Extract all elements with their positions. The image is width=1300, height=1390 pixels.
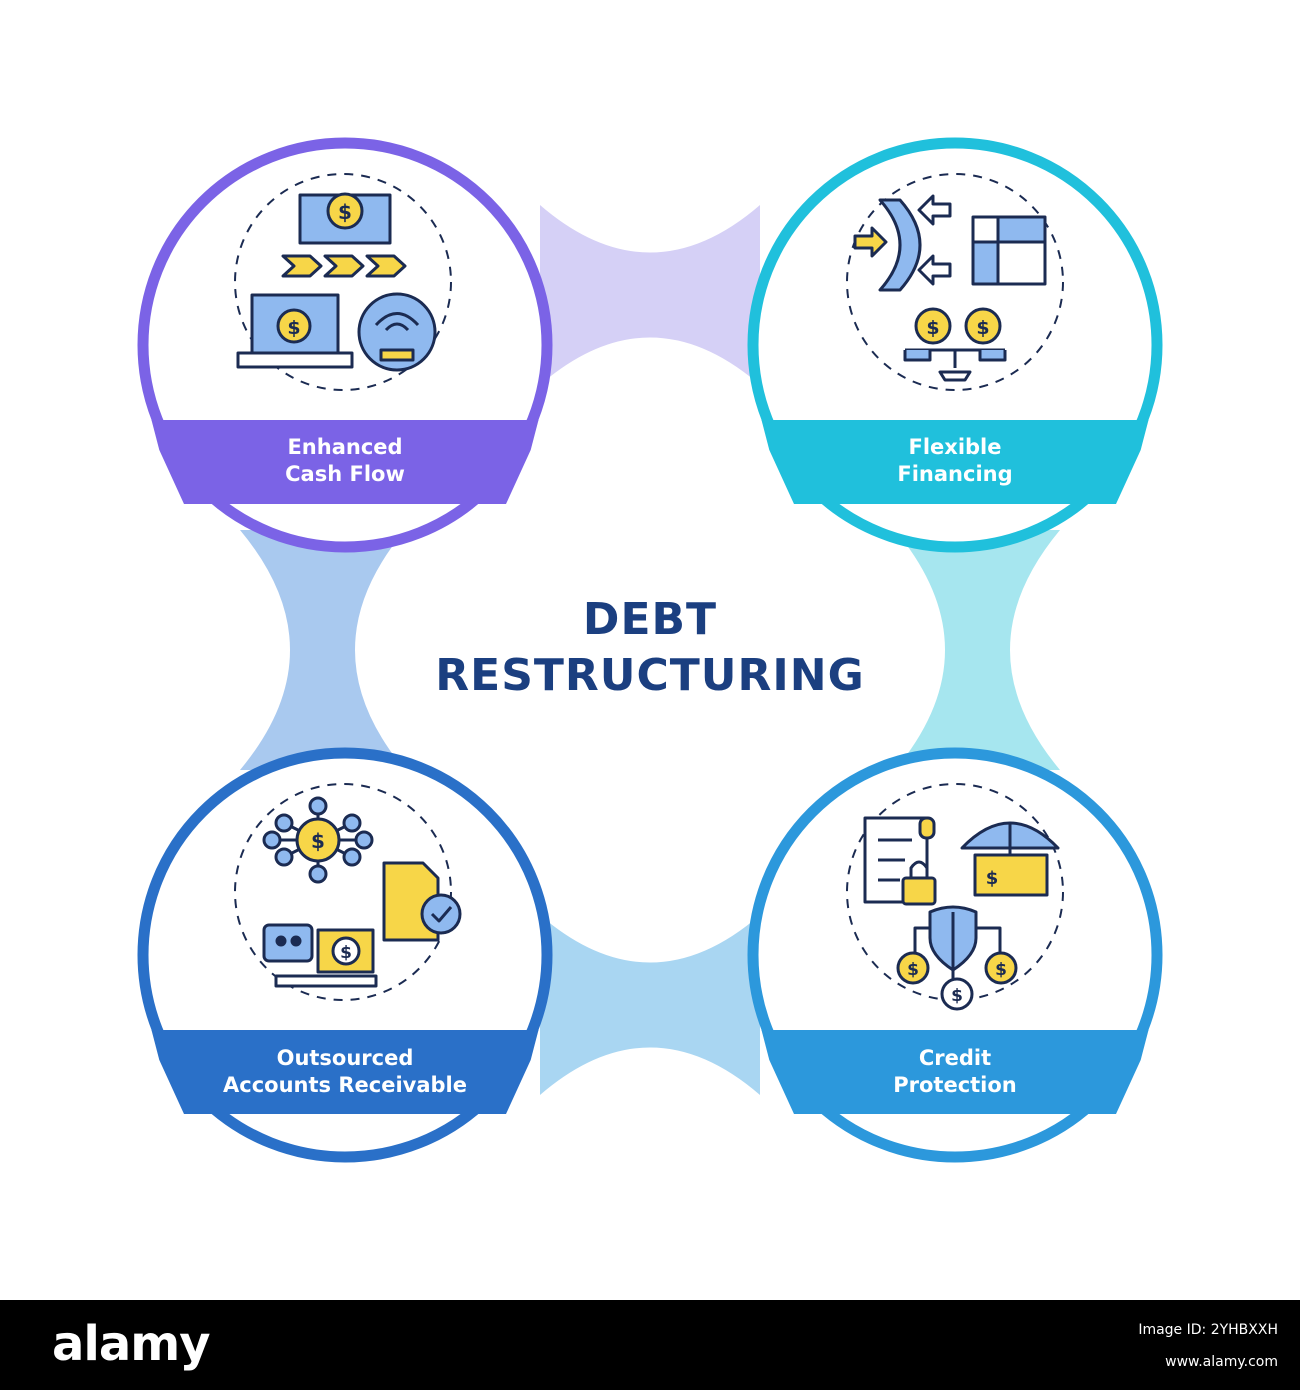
card-label-line-1: Outsourced xyxy=(276,1046,414,1070)
debt-restructuring-diagram: $ $ $ xyxy=(137,137,1163,1163)
card-label-line-2: Protection xyxy=(893,1073,1017,1097)
card-enhanced-cash-flow: $ $ xyxy=(137,137,553,553)
card-label-credit-protection: Credit Protection xyxy=(745,1045,1165,1099)
connector-right xyxy=(895,530,1060,770)
svg-text:$: $ xyxy=(287,317,300,339)
flexible-financing-icon: $ $ xyxy=(846,173,1064,391)
card-credit-protection: $ $ $ $ xyxy=(747,747,1163,1163)
outsourced-receivable-icon: $ $ xyxy=(234,783,462,1001)
connector-left xyxy=(240,530,405,770)
card-label-line-1: Flexible xyxy=(908,435,1002,459)
connector-bottom xyxy=(540,915,760,1095)
svg-text:$: $ xyxy=(995,960,1007,980)
svg-text:$: $ xyxy=(311,829,325,853)
credit-protection-icon: $ $ $ $ xyxy=(846,783,1064,1011)
svg-text:$: $ xyxy=(951,986,963,1006)
cash-flow-icon: $ $ xyxy=(234,173,452,391)
card-flexible-financing: $ $ xyxy=(747,137,1163,553)
connector-top xyxy=(540,205,760,385)
diagram-title-line-2: RESTRUCTURING xyxy=(435,650,865,701)
card-label-line-1: Credit xyxy=(918,1046,992,1070)
svg-text:$: $ xyxy=(976,317,989,339)
card-label-line-1: Enhanced xyxy=(287,435,403,459)
card-label-outsourced-accounts-receivable: Outsourced Accounts Receivable xyxy=(135,1045,555,1099)
svg-text:$: $ xyxy=(907,960,919,980)
card-label-flexible-financing: Flexible Financing xyxy=(745,434,1165,488)
footer-site: www.alamy.com xyxy=(1165,1354,1278,1370)
svg-text:$: $ xyxy=(338,200,352,224)
card-label-line-2: Financing xyxy=(897,462,1013,486)
svg-text:$: $ xyxy=(926,317,939,339)
card-label-line-2: Cash Flow xyxy=(285,462,405,486)
card-outsourced-accounts-receivable: $ $ xyxy=(137,747,553,1163)
footer-image-info: Image ID: 2YHBXXH www.alamy.com xyxy=(1138,1314,1278,1378)
svg-text:$: $ xyxy=(986,868,999,889)
card-label-line-2: Accounts Receivable xyxy=(223,1073,467,1097)
diagram-title-line-1: DEBT xyxy=(582,594,718,645)
svg-text:$: $ xyxy=(340,943,352,963)
footer-logo: alamy xyxy=(52,1316,211,1372)
card-label-enhanced-cash-flow: Enhanced Cash Flow xyxy=(135,434,555,488)
footer-image-id: Image ID: 2YHBXXH xyxy=(1138,1322,1278,1338)
stock-footer-bar: alamy Image ID: 2YHBXXH www.alamy.com xyxy=(0,1300,1300,1390)
